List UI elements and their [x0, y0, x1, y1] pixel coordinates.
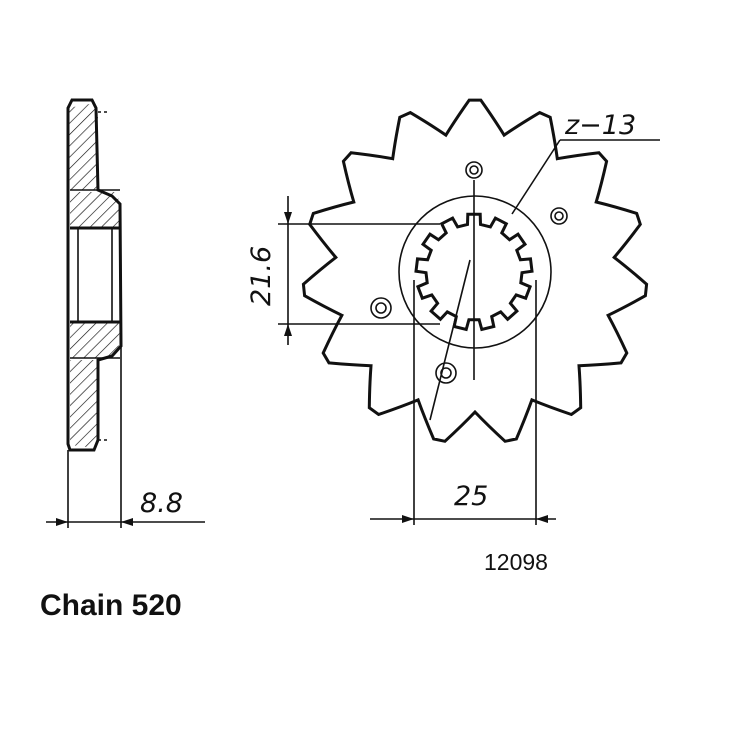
- side-dim-arrow-left: [56, 518, 68, 526]
- diagonal-centre-line: [429, 259, 471, 421]
- side-lower-hatch: [70, 360, 98, 448]
- part-number: 12098: [484, 549, 548, 575]
- teeth-leader-line: [511, 139, 561, 215]
- spline-bore-outline: [414, 212, 534, 332]
- chain-size-caption: Chain 520: [40, 589, 182, 622]
- bore-diameter-label: 21.6: [246, 246, 277, 306]
- bore-dim-arrow-top: [284, 212, 292, 224]
- bolt-hole-left: [370, 297, 392, 319]
- side-view: 8.8: [46, 98, 205, 528]
- bolt-hole-top: [465, 161, 483, 179]
- side-hub-hatch-top: [70, 192, 120, 228]
- teeth-count-label: z−13: [564, 110, 636, 141]
- hub-circle: [398, 195, 552, 349]
- front-view: z−13 21.6 25 12098: [246, 98, 660, 575]
- bore-dim-arrow-bottom: [284, 324, 292, 336]
- side-dim-arrow-right: [121, 518, 133, 526]
- spline-diameter-label: 25: [454, 481, 488, 512]
- bolt-hole-right: [550, 207, 568, 225]
- side-upper-hatch: [68, 103, 98, 190]
- spline-dim-arrow-left: [402, 515, 414, 523]
- spline-dim-arrow-right: [536, 515, 548, 523]
- thickness-label: 8.8: [140, 488, 183, 519]
- bolt-hole-bottom: [435, 362, 457, 384]
- sprocket-tooth-outline: [301, 98, 649, 443]
- side-hub-hatch-bottom: [70, 322, 120, 358]
